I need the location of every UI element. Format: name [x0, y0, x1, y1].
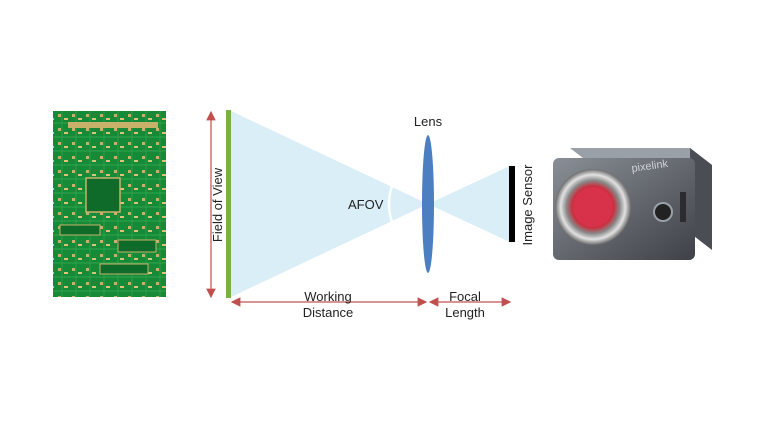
object-cone	[231, 111, 428, 297]
image-cone	[428, 165, 512, 243]
lens-shape	[422, 135, 434, 273]
camera-image: pixelink	[553, 148, 712, 260]
afov-arc	[387, 185, 394, 223]
object-plane	[226, 110, 231, 298]
camera-brand-text: pixelink	[631, 158, 669, 175]
image-sensor-label: Image Sensor	[520, 164, 535, 246]
focal-length-label: Focal Length	[445, 289, 485, 320]
image-sensor-bar	[509, 166, 515, 242]
field-of-view-label: Field of View	[210, 167, 225, 243]
pcb-image	[53, 111, 166, 297]
lens-label: Lens	[413, 114, 443, 129]
working-distance-label: Working Distance	[302, 289, 354, 320]
afov-label: AFOV	[348, 197, 384, 212]
